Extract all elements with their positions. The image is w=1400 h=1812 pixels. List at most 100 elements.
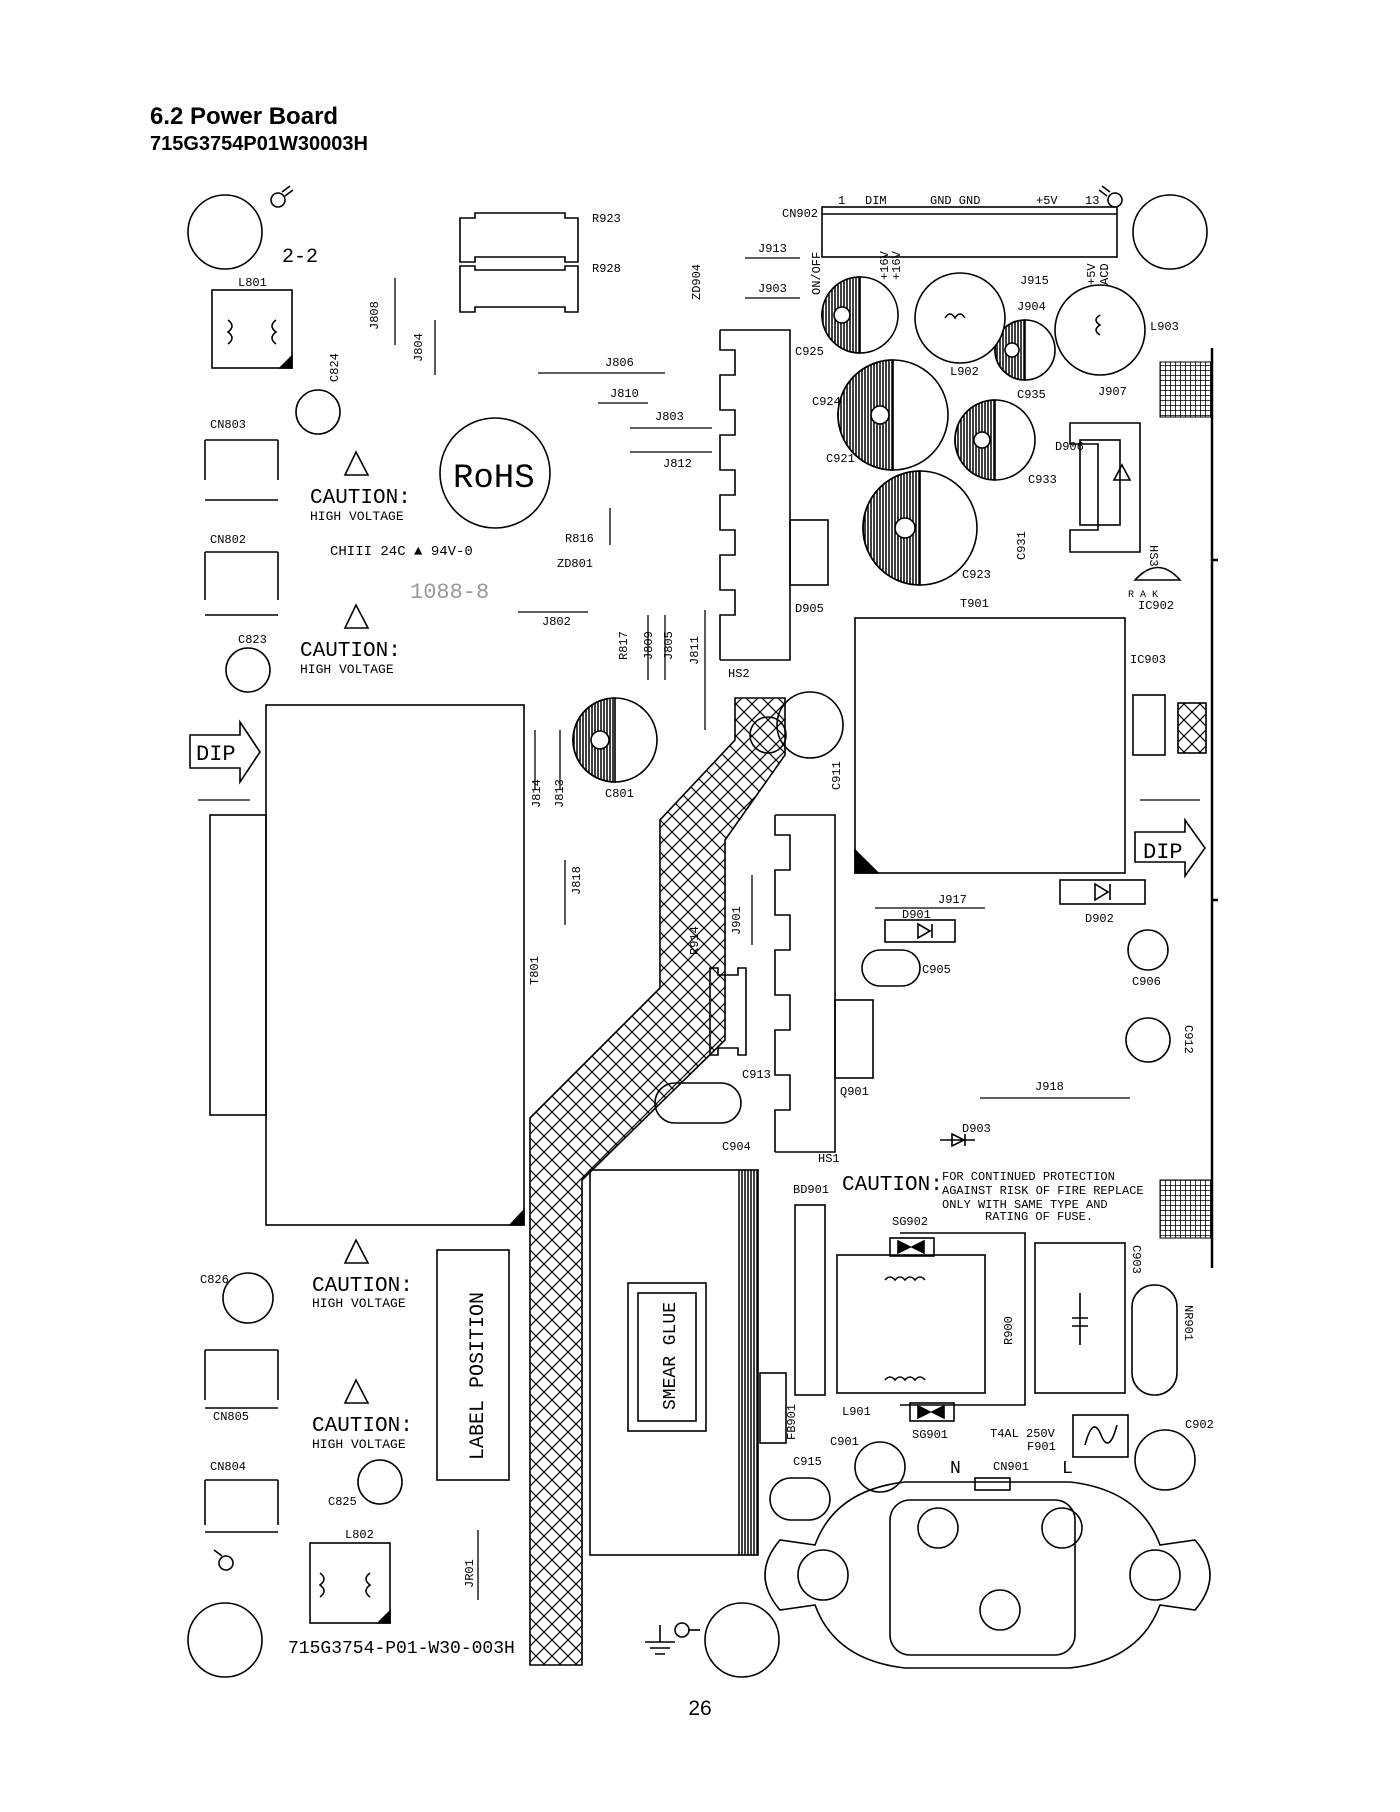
ref-label-r928: R928 (592, 262, 621, 276)
dip-arrow-left (189, 719, 261, 785)
ref-label-c925: C925 (795, 345, 824, 359)
connector-cn805 (204, 1349, 279, 1409)
transformer-t801 (265, 704, 525, 1226)
ref-label-j810: J810 (610, 387, 639, 401)
capacitor-c933 (954, 399, 1036, 481)
fuse-caution-title: CAUTION: (842, 1174, 943, 1197)
ref-label-d903: D903 (962, 1122, 991, 1136)
capacitor-c801-fill (572, 697, 616, 783)
warning-icon (343, 603, 370, 629)
ref-label-l: L (1062, 1459, 1073, 1479)
ref-label-c905: C905 (922, 963, 951, 977)
ref-label-jr01: JR01 (463, 1559, 477, 1588)
caution-title-3: CAUTION: (312, 1275, 413, 1298)
transformer-t901 (854, 617, 1126, 874)
label-position-box (436, 1249, 510, 1481)
ref-label-d906: D906 (1055, 440, 1084, 454)
ref-label-j915: J915 (1020, 274, 1049, 288)
ref-label-j901: J901 (730, 906, 744, 935)
caution-sub-1: HIGH VOLTAGE (310, 509, 404, 524)
warning-icon (343, 1238, 370, 1264)
resistor-r914 (709, 967, 747, 1056)
ref-label-r923: R923 (592, 212, 621, 226)
ref-label-j814: J814 (530, 779, 544, 808)
ref-label-cn803: CN803 (210, 418, 246, 432)
ref-label-c901: C901 (830, 1435, 859, 1449)
ref-label-j903: J903 (758, 282, 787, 296)
ref-label-t801: T801 (528, 956, 542, 985)
ref-label-c931: C931 (1015, 531, 1029, 560)
hv-trace (529, 697, 786, 1666)
ref-label-c911: C911 (830, 761, 844, 790)
svg-text:+5V: +5V (1036, 194, 1058, 208)
screw-icon (674, 1622, 700, 1638)
ref-label-fb901: FB901 (785, 1404, 799, 1440)
connector-cn803 (204, 439, 279, 501)
inductor-l902 (914, 272, 1006, 364)
heatsink-hs1 (774, 814, 836, 1153)
ref-label-cn902: CN902 (782, 207, 818, 221)
ref-label-cn804: CN804 (210, 1460, 246, 1474)
label-position-text: LABEL POSITION (467, 1292, 490, 1460)
resistor-r923 (459, 212, 579, 263)
capacitor-c923 (862, 470, 978, 586)
ref-label-j918: J918 (1035, 1080, 1064, 1094)
ac-inlet-cn901 (764, 1477, 1211, 1669)
diode-d905 (789, 519, 829, 586)
ref-label-sg901: SG901 (912, 1428, 948, 1442)
caution-title-1: CAUTION: (310, 487, 411, 510)
ref-label-l801: L801 (238, 276, 267, 290)
capacitor-c901 (854, 1441, 906, 1493)
svg-text:GND GND: GND GND (930, 194, 980, 208)
ref-label-j904: J904 (1017, 300, 1046, 314)
screw-icon (1098, 185, 1123, 208)
ground-icon (645, 1625, 675, 1655)
ref-label-rak: R A K (1128, 590, 1158, 601)
caution-sub-3: HIGH VOLTAGE (312, 1296, 406, 1311)
ref-label-t901: T901 (960, 597, 989, 611)
ref-label-j917: J917 (938, 893, 967, 907)
ref-label-f901: F901 (1027, 1440, 1056, 1454)
ref-label-c823: C823 (238, 633, 267, 647)
ref-label-zd801: ZD801 (557, 557, 593, 571)
ref-label-c824: C824 (328, 353, 342, 382)
ref-label-c921: C921 (826, 452, 855, 466)
ref-label-acd: ACD (1098, 263, 1112, 285)
page-number: 26 (688, 1697, 712, 1720)
edge-grid-top (1159, 361, 1213, 418)
caution-sub-2: HIGH VOLTAGE (300, 662, 394, 677)
svg-text:1: 1 (838, 194, 845, 208)
rohs-mark (439, 417, 551, 529)
ref-label-j813: J813 (553, 779, 567, 808)
ref-label-zd904: ZD904 (690, 264, 704, 300)
ref-label-hs3: HS3 (1146, 545, 1160, 567)
ic-ic902 (1133, 566, 1182, 581)
fuse-caution-line-1: FOR CONTINUED PROTECTION (942, 1170, 1115, 1184)
fuse-caution-line-2: AGAINST RISK OF FIRE REPLACE (942, 1184, 1144, 1198)
ref-label-j811: J811 (688, 636, 702, 665)
capacitor-c906 (1127, 929, 1169, 971)
connector-cn802 (204, 551, 279, 616)
smear-glue-text: SMEAR GLUE (661, 1302, 681, 1410)
diode-d903 (940, 1132, 975, 1148)
ref-label-ic903: IC903 (1130, 653, 1166, 667)
inductor-l802 (309, 1542, 391, 1624)
ref-label-d905: D905 (795, 602, 824, 616)
ref-label-c913: C913 (742, 1068, 771, 1082)
ref-label-j808: J808 (368, 301, 382, 330)
ref-label-p5v: +5V (1085, 263, 1099, 285)
capacitor-c826 (222, 1272, 274, 1324)
mounting-hole (187, 1602, 263, 1678)
ref-label-c801: C801 (605, 787, 634, 801)
date-code: 1088-8 (410, 580, 489, 605)
ref-label-c924: C924 (812, 395, 841, 409)
ref-label-c825: C825 (328, 1495, 357, 1509)
ref-label-ic902: IC902 (1138, 599, 1174, 613)
board-part-number: 715G3754P01W30003H (150, 133, 368, 155)
inductor-l801 (211, 289, 293, 369)
capacitor-c905 (861, 949, 921, 987)
ref-label-j802: J802 (542, 615, 571, 629)
rev-label: 2-2 (282, 246, 318, 269)
ref-label-j806: J806 (605, 356, 634, 370)
